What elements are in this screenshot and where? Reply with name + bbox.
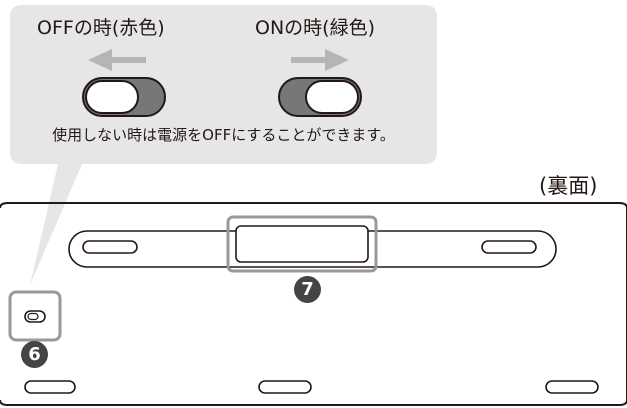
arrow-left-icon [88,49,146,71]
badge-battery-cover: 7 [294,276,321,303]
callout-bubble [10,5,437,285]
rubber-foot-top-right [481,240,537,254]
rubber-foot-top-left [82,240,138,254]
rubber-foot-bottom-left [24,380,76,394]
keyboard-body [0,202,627,406]
top-rail [68,230,557,268]
badge-power-switch: 6 [21,341,48,368]
view-label: (裏面) [539,174,598,198]
power-note: 使用しない時は電源をOFFにすることができます。 [52,126,395,144]
off-state-label: OFFの時(赤色) [37,17,165,39]
switch-on-icon [278,77,362,117]
rubber-foot-bottom-center [258,380,312,394]
power-switch-knob [27,312,39,321]
switch-off-icon [82,77,166,117]
battery-cover-highlight [226,215,378,273]
arrow-right-icon [291,49,349,71]
on-state-label: ONの時(緑色) [255,17,375,39]
battery-cover [235,225,369,263]
rubber-foot-bottom-right [545,380,599,394]
